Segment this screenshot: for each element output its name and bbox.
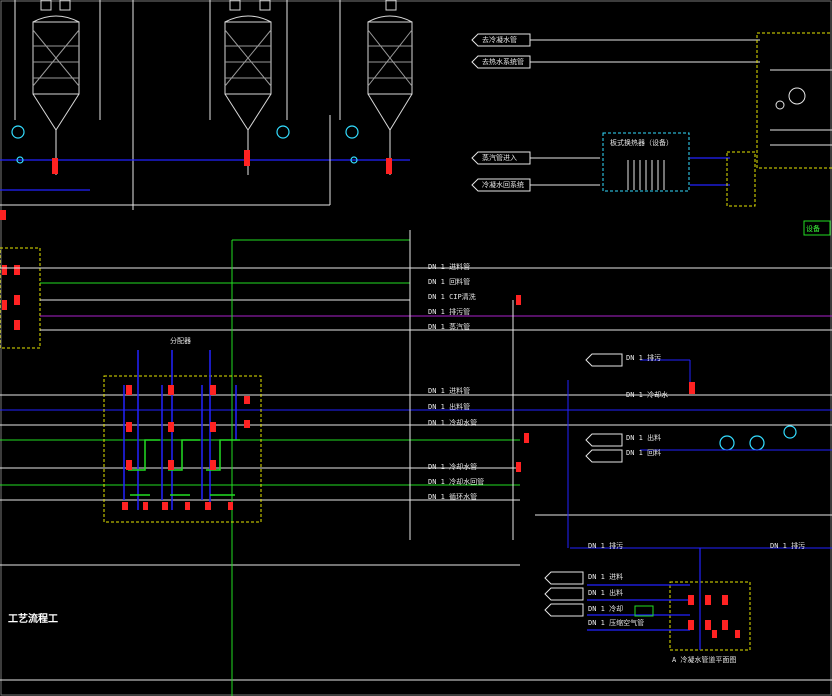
green-tag-label: 设备 — [806, 225, 820, 233]
top-right-label-4: 冷凝水回系统 — [482, 181, 524, 189]
valve-cabinet — [726, 151, 756, 207]
main-horizontal-pipes — [0, 230, 832, 696]
green-tag-box — [803, 220, 831, 236]
pipe-label-center-4: DN 1 排污管 — [428, 308, 471, 316]
manifold-valves — [122, 295, 695, 510]
plate-heat-exchanger — [602, 132, 690, 192]
drawing-title: 工艺流程工 — [8, 614, 58, 625]
pipe-label-center-2: DN 1 回料管 — [428, 278, 471, 286]
pipe-label-center-1: DN 1 进料管 — [428, 263, 471, 271]
equipment-skid — [756, 32, 832, 169]
valve-markers-top — [0, 150, 392, 220]
right-label-4: DN 1 回料 — [626, 449, 662, 457]
top-right-label-2: 去热水系统管 — [482, 58, 524, 66]
pipe-label-lower-2: DN 1 冷却水回管 — [428, 478, 485, 486]
manifold-box — [103, 375, 262, 523]
pipe-label-mid-1: DN 1 进料管 — [428, 387, 471, 395]
bottom-right-label-1: DN 1 进料 — [588, 573, 624, 581]
top-right-label-3: 蒸汽管进入 — [482, 154, 517, 162]
left-valve-group — [0, 247, 41, 349]
pipe-label-mid-2: DN 1 出料管 — [428, 403, 471, 411]
top-right-pipes — [530, 39, 760, 186]
bottom-right-label-3: DN 1 冷却 — [588, 605, 624, 613]
right-label-3: DN 1 出料 — [626, 434, 662, 442]
bottom-box-label: A 冷凝水管道平面图 — [672, 656, 737, 664]
heat-exchanger-label: 板式换热器（设备） — [610, 139, 673, 147]
instrument-circles — [11, 125, 797, 451]
pipe-label-mid-3: DN 1 冷却水管 — [428, 419, 478, 427]
vessel-3 — [367, 0, 413, 131]
bottom-right-label-4: DN 1 压缩空气管 — [588, 619, 645, 627]
right-label-1: DN 1 排污 — [626, 354, 662, 362]
right-label-5: DN 1 排污 — [588, 542, 624, 550]
pipe-label-center-5: DN 1 蒸汽管 — [428, 323, 471, 331]
manifold-label: 分配器 — [170, 337, 191, 345]
vessel-1 — [32, 0, 80, 131]
right-label-2: DN 1 冷却水 — [626, 391, 669, 399]
pipe-label-lower-3: DN 1 循环水管 — [428, 493, 478, 501]
manifold-blue-pipes — [123, 350, 237, 510]
pipe-label-center-3: DN 1 CIP清洗 — [428, 293, 476, 301]
top-right-arrows — [471, 33, 531, 192]
pipe-label-lower-1: DN 1 冷却水管 — [428, 463, 478, 471]
vessel-outlet-pipes — [14, 0, 391, 210]
top-right-label-1: 去冷凝水管 — [482, 36, 517, 44]
bottom-right-label-2: DN 1 出料 — [588, 589, 624, 597]
vessel-2 — [224, 0, 272, 131]
bottom-right-valve-box — [669, 581, 751, 651]
right-label-6: DN 1 排污 — [770, 542, 806, 550]
